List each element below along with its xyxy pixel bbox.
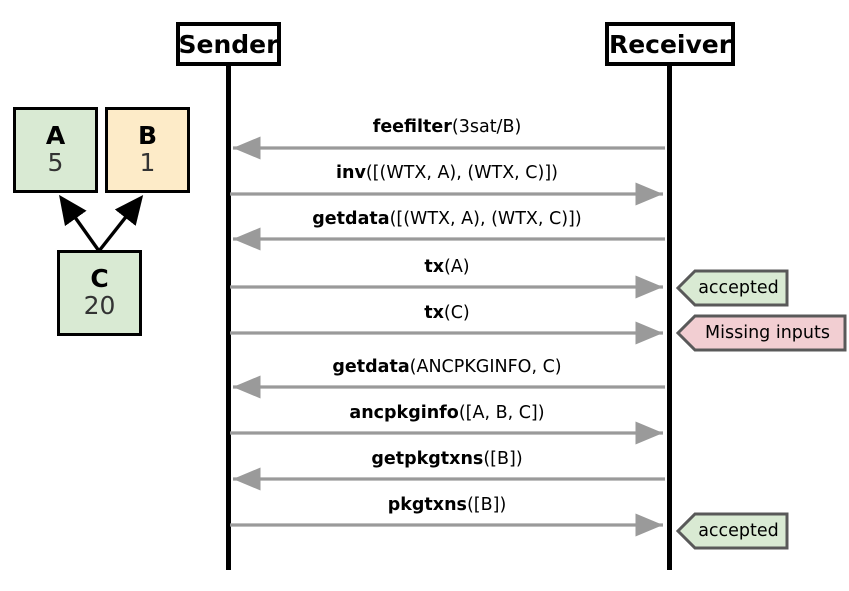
message-label-getdata-wtx: getdata([(WTX, A), (WTX, C)]) <box>226 209 668 229</box>
tx-box-b[interactable]: B 1 <box>105 107 190 193</box>
status-badge-accepted-pkgtxns[interactable]: accepted <box>676 512 789 550</box>
message-args-tx-c: (C) <box>443 303 470 323</box>
message-args-feefilter: (3sat/B) <box>451 117 522 137</box>
message-command-getdata-ancpkginfo: getdata <box>332 357 410 377</box>
tx-value-a: 5 <box>47 148 64 178</box>
status-badge-label-missing-inputs: Missing inputs <box>705 323 830 343</box>
badge-shape-accepted-tx-a <box>676 269 789 307</box>
message-label-inv: inv([(WTX, A), (WTX, C)]) <box>226 163 668 183</box>
message-args-inv: ([(WTX, A), (WTX, C)]) <box>365 163 559 183</box>
message-label-pkgtxns: pkgtxns([B]) <box>226 495 668 515</box>
message-command-ancpkginfo: ancpkginfo <box>349 403 459 423</box>
participant-receiver[interactable]: Receiver <box>605 22 735 66</box>
participant-sender-label: Sender <box>178 29 279 59</box>
message-label-ancpkginfo: ancpkginfo([A, B, C]) <box>226 403 668 423</box>
participant-receiver-label: Receiver <box>608 29 732 59</box>
lifeline-sender <box>226 64 231 570</box>
message-command-inv: inv <box>335 163 366 183</box>
tx-value-c: 20 <box>83 291 116 321</box>
message-label-tx-a: tx(A) <box>226 257 668 277</box>
status-badge-accepted-tx-a[interactable]: accepted <box>676 269 789 307</box>
message-args-tx-a: (A) <box>444 257 470 277</box>
badge-shape-missing-inputs <box>676 314 847 352</box>
message-command-feefilter: feefilter <box>372 117 452 137</box>
status-badge-label-accepted-tx-a: accepted <box>698 278 779 298</box>
tx-box-c[interactable]: C 20 <box>57 250 142 336</box>
message-command-tx-a: tx <box>424 257 444 277</box>
tx-box-a[interactable]: A 5 <box>13 107 98 193</box>
tx-name-a: A <box>45 121 66 151</box>
status-badge-label-accepted-pkgtxns: accepted <box>698 521 779 541</box>
message-label-tx-c: tx(C) <box>226 303 668 323</box>
message-args-ancpkginfo: ([A, B, C]) <box>458 403 545 423</box>
message-args-pkgtxns: ([B]) <box>466 495 507 515</box>
tx-name-b: B <box>137 121 158 151</box>
lifeline-receiver <box>667 64 672 570</box>
message-label-getpkgtxns: getpkgtxns([B]) <box>226 449 668 469</box>
message-command-getdata-wtx: getdata <box>312 209 390 229</box>
message-label-feefilter: feefilter(3sat/B) <box>226 117 668 137</box>
tx-edge-c-to-b <box>97 194 144 253</box>
message-label-getdata-ancpkginfo: getdata(ANCPKGINFO, C) <box>226 357 668 377</box>
tx-edge-c-to-a <box>59 194 101 252</box>
tx-value-b: 1 <box>139 148 156 178</box>
message-command-tx-c: tx <box>424 303 444 323</box>
message-command-pkgtxns: pkgtxns <box>387 495 467 515</box>
tx-name-c: C <box>90 264 109 294</box>
status-badge-missing-inputs[interactable]: Missing inputs <box>676 314 847 352</box>
message-command-getpkgtxns: getpkgtxns <box>371 449 484 469</box>
message-args-getdata-ancpkginfo: (ANCPKGINFO, C) <box>409 357 562 377</box>
participant-sender[interactable]: Sender <box>176 22 281 66</box>
message-args-getdata-wtx: ([(WTX, A), (WTX, C)]) <box>389 209 582 229</box>
badge-shape-accepted-pkgtxns <box>676 512 789 550</box>
message-args-getpkgtxns: ([B]) <box>483 449 523 469</box>
